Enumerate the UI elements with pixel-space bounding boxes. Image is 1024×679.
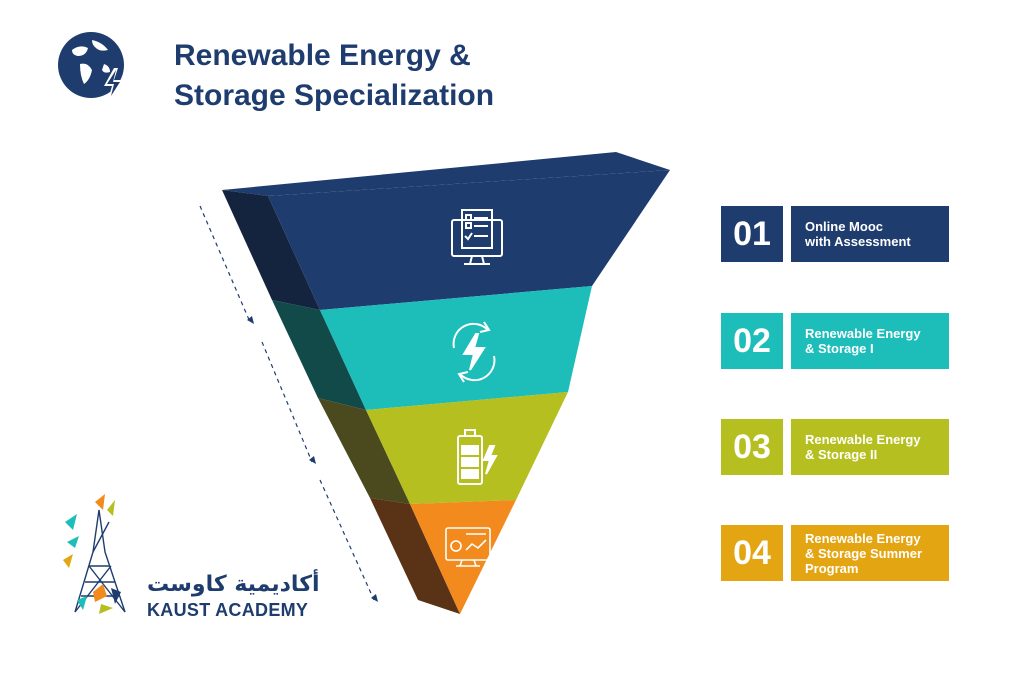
title-line-1: Renewable Energy & bbox=[174, 39, 471, 72]
header: Renewable Energy & Storage Specializatio… bbox=[58, 28, 494, 112]
title-line-2: Storage Specialization bbox=[174, 79, 495, 112]
dashboard-monitor-icon bbox=[445, 527, 491, 567]
step-number: 01 bbox=[721, 206, 783, 262]
step-label: Renewable Energy & Storage Summer Progra… bbox=[791, 525, 949, 581]
funnel-level-2 bbox=[272, 286, 592, 410]
page-title: Renewable Energy & Storage Specializatio… bbox=[174, 36, 594, 116]
energy-cycle-icon bbox=[452, 321, 496, 383]
logo-name: KAUST ACADEMY bbox=[147, 600, 309, 620]
logo-arabic-text: أكاديمية كاوست bbox=[147, 572, 320, 597]
globe-lightning-icon bbox=[58, 32, 124, 100]
battery-charging-icon bbox=[457, 429, 498, 485]
funnel-level-1 bbox=[222, 152, 670, 310]
funnel-level-4 bbox=[370, 498, 516, 614]
progress-arrows bbox=[199, 205, 375, 601]
step-02: 02 Renewable Energy & Storage I bbox=[721, 313, 949, 369]
step-label: Renewable Energy & Storage I bbox=[791, 313, 949, 369]
step-label: Online Mooc with Assessment bbox=[791, 206, 949, 262]
step-03: 03 Renewable Energy & Storage II bbox=[721, 419, 949, 475]
step-label: Renewable Energy & Storage II bbox=[791, 419, 949, 475]
step-04: 04 Renewable Energy & Storage Summer Pro… bbox=[721, 525, 949, 581]
step-number: 04 bbox=[721, 525, 783, 581]
step-number: 03 bbox=[721, 419, 783, 475]
step-01: 01 Online Mooc with Assessment bbox=[721, 206, 949, 262]
monitor-checklist-icon bbox=[451, 209, 503, 265]
funnel-level-3 bbox=[318, 392, 568, 504]
step-number: 02 bbox=[721, 313, 783, 369]
kaust-academy-logo-icon bbox=[63, 494, 126, 614]
arrow-heads bbox=[247, 316, 378, 602]
